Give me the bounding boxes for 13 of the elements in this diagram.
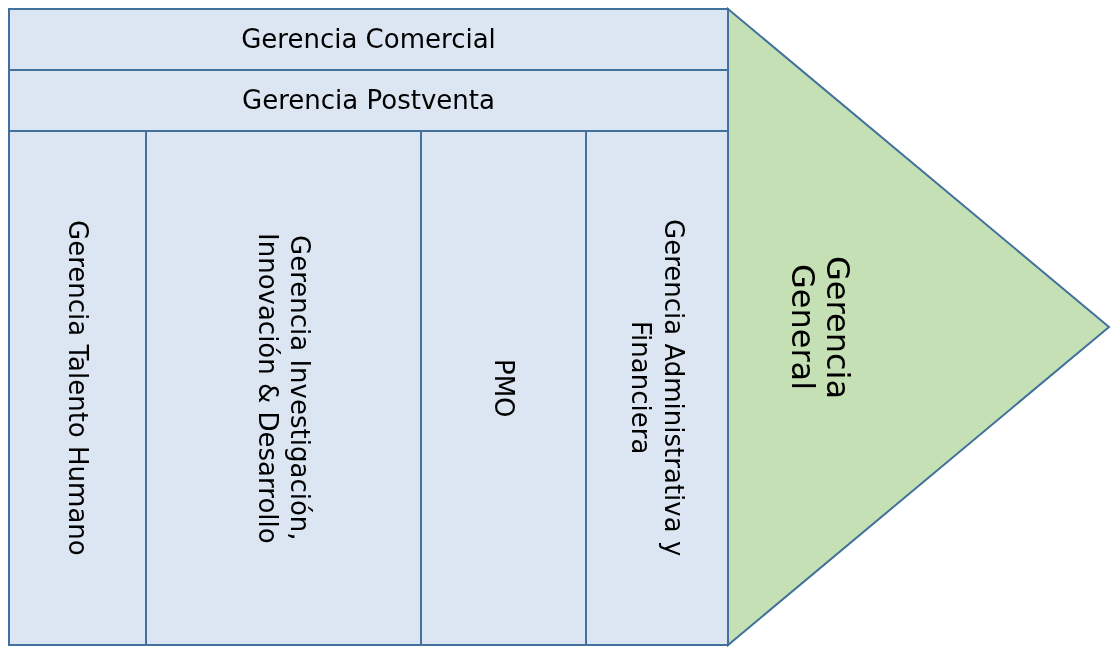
department-label: Gerencia Postventa (242, 84, 495, 117)
department-box (8, 130, 147, 646)
department-label: Gerencia Administrativa y Financiera (625, 218, 690, 559)
department-label: Gerencia Talento Humano (61, 220, 94, 556)
department-label: Gerencia General (785, 254, 856, 401)
department-box (145, 130, 422, 646)
department-label: Gerencia Investigación, Innovación & Desarrollo (251, 231, 316, 546)
department-box (8, 8, 729, 71)
department-box (8, 69, 729, 132)
department-label: Gerencia Comercial (241, 23, 496, 56)
department-box (420, 130, 587, 646)
department-box (585, 130, 729, 646)
department-label: PMO (487, 358, 520, 418)
